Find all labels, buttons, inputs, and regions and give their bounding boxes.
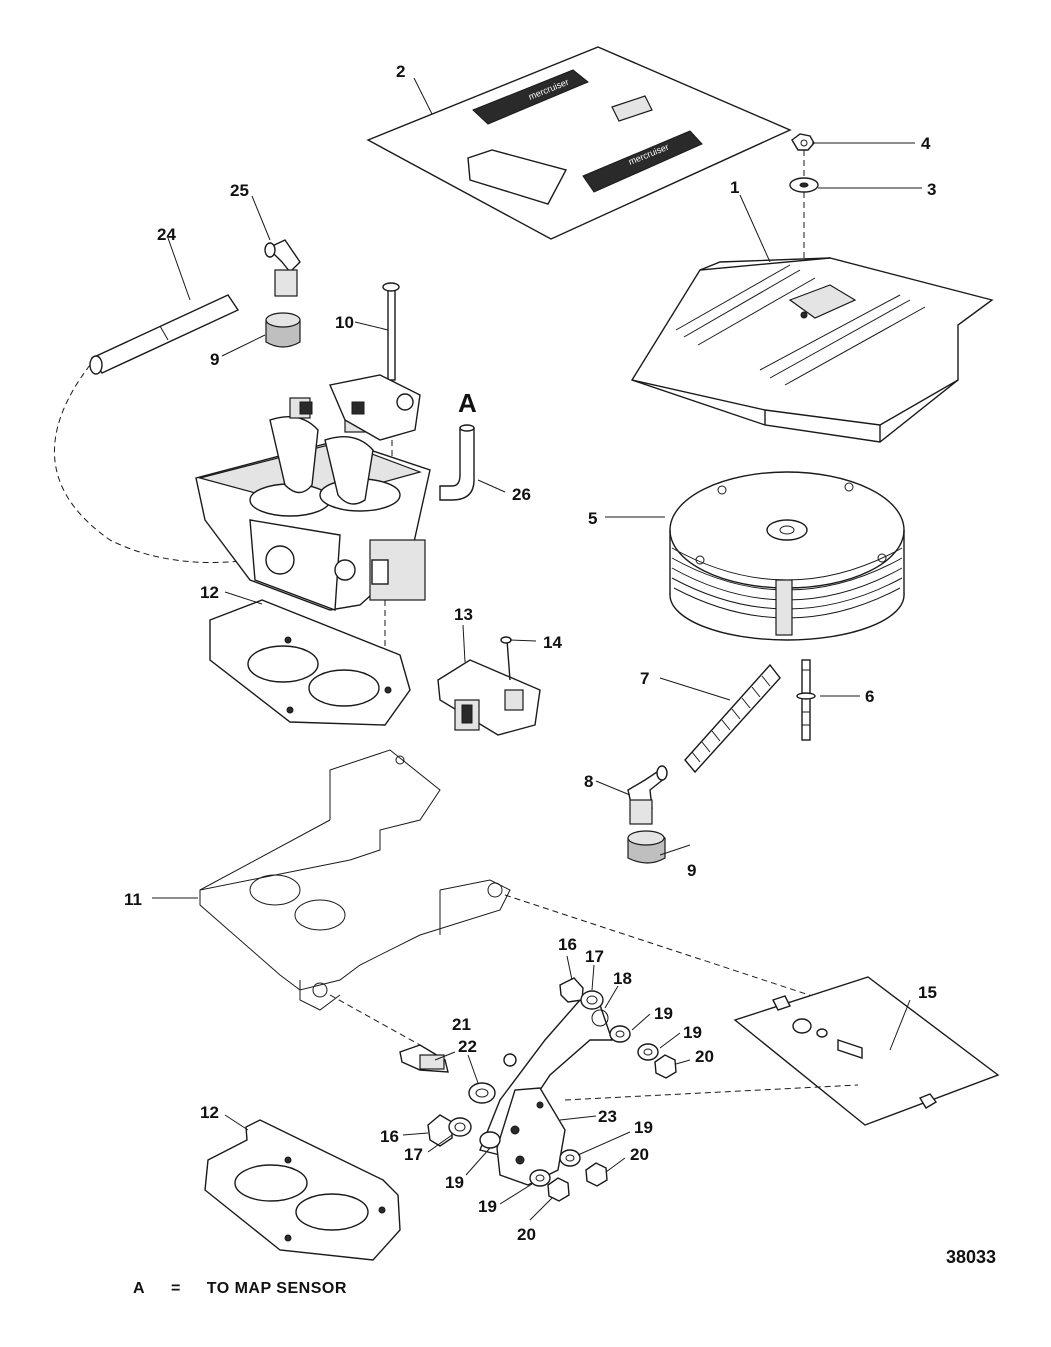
callout-9-lower: 9 <box>687 861 696 880</box>
callout-16-upper: 16 <box>558 935 577 954</box>
washer-19c <box>479 1131 501 1149</box>
callout-3: 3 <box>927 180 936 199</box>
linkage-stud <box>399 1044 449 1073</box>
washer-19b <box>637 1043 659 1061</box>
cover-stud <box>796 659 816 741</box>
callout-19-d: 19 <box>445 1173 464 1192</box>
throttle-body-gasket-lower <box>204 1119 401 1261</box>
callout-16-lower: 16 <box>380 1127 399 1146</box>
callout-labels: 2 4 3 1 25 24 10 9 A 26 5 12 13 14 7 6 8… <box>124 62 937 1244</box>
washer-19d <box>559 1149 581 1167</box>
callout-2: 2 <box>396 62 405 81</box>
callout-6: 6 <box>865 687 874 706</box>
callout-18: 18 <box>613 969 632 988</box>
idle-air-control-sensor <box>437 659 541 736</box>
callout-A: A <box>458 388 477 418</box>
callout-22: 22 <box>458 1037 477 1056</box>
vacuum-cap-lower <box>627 830 666 864</box>
callout-20-b: 20 <box>630 1145 649 1164</box>
legend-key: A <box>133 1280 146 1297</box>
callout-12-upper: 12 <box>200 583 219 602</box>
bushing-upper <box>580 990 604 1010</box>
callout-25: 25 <box>230 181 249 200</box>
callout-14: 14 <box>543 633 562 652</box>
throttle-cable-bracket <box>733 976 1000 1126</box>
decal-sheet: mercruiser mercruiser <box>366 46 792 240</box>
callout-19-b: 19 <box>683 1023 702 1042</box>
upper-vent-hose <box>89 294 240 375</box>
callout-19-c: 19 <box>634 1118 653 1137</box>
callout-19-e: 19 <box>478 1197 497 1216</box>
cover-washer <box>789 177 819 193</box>
washer-19e <box>529 1169 551 1187</box>
callout-12-lower: 12 <box>200 1103 219 1122</box>
legend: A = TO MAP SENSOR <box>133 1280 347 1298</box>
leader-lines <box>152 77 922 1221</box>
legend-text: TO MAP SENSOR <box>206 1280 347 1297</box>
washer-22 <box>468 1082 496 1104</box>
elbow-fitting <box>627 765 668 825</box>
callout-26: 26 <box>512 485 531 504</box>
map-sensor-hose <box>439 424 475 501</box>
callout-4: 4 <box>921 134 931 153</box>
throttle-bracket-plate <box>199 749 511 1011</box>
nut-20a <box>654 1054 677 1079</box>
callout-7: 7 <box>640 669 649 688</box>
callout-5: 5 <box>588 509 597 528</box>
sensor-screw <box>500 636 512 681</box>
throttle-body <box>195 374 431 611</box>
callout-9-upper: 9 <box>210 350 219 369</box>
callout-20-c: 20 <box>517 1225 536 1244</box>
upper-elbow-fitting <box>264 239 301 297</box>
callout-11: 11 <box>124 890 142 909</box>
callout-21: 21 <box>452 1015 471 1034</box>
callout-17-lower: 17 <box>404 1145 423 1164</box>
callout-23: 23 <box>598 1107 617 1126</box>
throttle-body-bolt <box>382 282 400 381</box>
callout-1: 1 <box>730 178 739 197</box>
legend-equals: = <box>170 1280 181 1297</box>
nut-20b <box>585 1162 608 1187</box>
bolt-lower <box>427 1114 453 1147</box>
figure-number: 38033 <box>946 1247 997 1267</box>
air-filter-element <box>669 471 905 641</box>
throttle-body-gasket-upper <box>209 599 411 726</box>
callout-17-upper: 17 <box>585 947 604 966</box>
vent-hose <box>684 663 781 774</box>
bushing-lower <box>448 1117 472 1137</box>
callout-8: 8 <box>584 772 593 791</box>
callout-19-a: 19 <box>654 1004 673 1023</box>
throttle-lever <box>496 1087 566 1186</box>
vacuum-cap-upper <box>265 312 301 348</box>
bolt-upper <box>559 977 584 1003</box>
nut-20c <box>547 1177 570 1202</box>
air-cleaner-cover <box>630 257 994 443</box>
callout-20-a: 20 <box>695 1047 714 1066</box>
washer-19a <box>609 1025 631 1043</box>
cover-nut <box>791 133 815 151</box>
callout-13: 13 <box>454 605 473 624</box>
callout-15: 15 <box>918 983 937 1002</box>
callout-10: 10 <box>335 313 354 332</box>
callout-24: 24 <box>157 225 176 244</box>
